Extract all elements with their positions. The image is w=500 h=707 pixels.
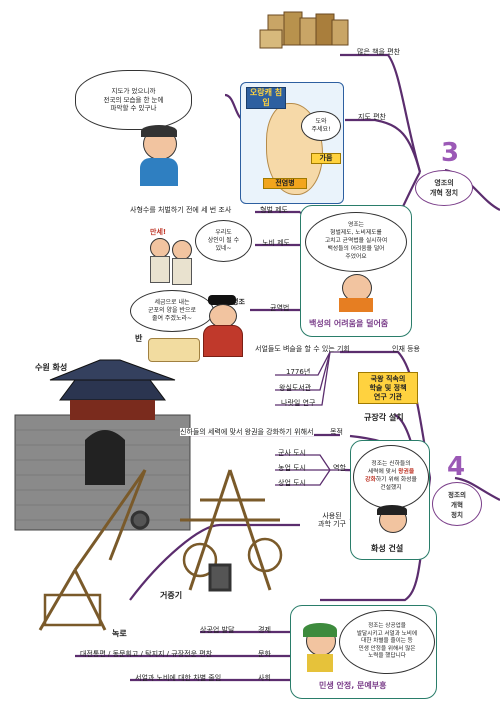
hwaseong-speech-a: 정조는 신하들의 세력에 맞서 (367, 461, 411, 476)
king-speech-bubble: 세금으로 내는 군포의 양을 반으로 줄여 주겠노라~ (130, 290, 214, 332)
economy-detail: 상공업 발달 (200, 626, 235, 634)
tax-label: 균역법 (270, 304, 290, 312)
hwaseong-speech-b: 하기 위해 화성을 건설했지 (375, 477, 417, 491)
role-commerce: 상업 도시 (278, 479, 306, 487)
fortress-illustration (14, 359, 191, 531)
kid-speech-bubble: 지도가 었으니까 전국의 모습을 한 눈에 파악할 수 있구나 (75, 70, 192, 130)
kyujang-year: 1776년 (286, 368, 311, 376)
stability-speech-text: 정조는 상공업을 발달시키고 서얼과 노비에 대한 차별을 줄이는 등 민생 안… (356, 623, 418, 660)
king-label: 영조 (232, 298, 245, 306)
drought-badge: 가뭄 (311, 153, 341, 164)
section3-title: 영조의 개혁 정치 (429, 179, 459, 197)
kyujang-highlight: 국왕 직속의 학술 및 정책 연구 기관 (358, 372, 418, 405)
hwaseong-speech-red: 왕권을 강화 (365, 469, 415, 483)
talent-label: 인재 등용 (392, 345, 420, 353)
king-speech-text: 세금으로 내는 군포의 양을 반으로 줄여 주겠노라~ (148, 298, 196, 323)
cloth-illustration (148, 338, 200, 362)
books-label: 많은 책을 편찬 (357, 48, 401, 56)
relief-speech-bubble: 영조는 형벌제도, 노비제도를 고치고 균역법을 실시하여 백성들의 어려움을 … (305, 212, 407, 272)
role-agriculture: 농업 도시 (278, 464, 306, 472)
invasion-badge: 오랑캐 침입 (246, 87, 286, 109)
slave-speech-bubble: 우리도 상인이 될 수 있네~ (195, 220, 252, 262)
geojunggi-illustration (180, 469, 283, 592)
section4-title: 정조의 개혁 정치 (448, 491, 466, 519)
economy-label: 경제 (258, 626, 271, 634)
korea-map-panel: 오랑캐 침입 도와 주세요! 가뭄 전염병 (240, 82, 344, 204)
people-stability-title: 민생 안정, 문예부흥 (319, 681, 387, 690)
purpose-label: 목적 (330, 428, 343, 436)
culture-label: 문화 (258, 650, 271, 658)
kyujang-research: 나랏일 연구 (281, 399, 316, 407)
people-stability-box: 정조는 상공업을 발달시키고 서얼과 노비에 대한 차별을 줄이는 등 민생 안… (290, 605, 437, 699)
section3-number: 3 (441, 138, 460, 168)
people-relief-box: 영조는 형벌제도, 노비제도를 고치고 균역법을 실시하여 백성들의 어려움을 … (300, 205, 412, 337)
hwaseong-kid (377, 505, 407, 537)
slave-label: 노비 제도 (262, 239, 290, 247)
stability-kid (303, 623, 337, 672)
slave-speech-text: 우리도 상인이 될 수 있네~ (207, 228, 240, 253)
nongno-illustration (38, 469, 150, 631)
talent-detail: 서얼들도 벼슬을 할 수 있는 기회 (255, 345, 350, 353)
kyujang-title: 규장각 설치 (364, 413, 404, 422)
people-relief-title: 백성의 어려움을 덜어줌 (309, 319, 389, 328)
hwaseong-label: 수원 화성 (35, 363, 68, 372)
punishment-label: 형벌 제도 (260, 206, 288, 214)
cloth-half-label: 반 (135, 334, 143, 343)
hwaseong-title: 화성 건설 (371, 544, 404, 553)
purpose-detail: 신하들의 세력에 맞서 왕권을 강화하기 위해서 (180, 428, 314, 437)
role-label: 역할 (333, 464, 346, 472)
king-character (200, 295, 245, 357)
role-military: 군사 도시 (278, 449, 306, 457)
section4-number: 4 (447, 452, 466, 482)
geojunggi-label: 거중기 (160, 591, 183, 600)
hwaseong-speech-text: 정조는 신하들의 세력에 맞서 왕권을 강화하기 위해 화성을 건설했지 (365, 461, 417, 492)
kid-character (135, 125, 183, 186)
nongno-label: 녹로 (112, 629, 127, 638)
slave-shout: 만세! (150, 228, 167, 236)
books-illustration (259, 11, 349, 49)
section3-title-node: 영조의 개혁 정치 (415, 170, 473, 206)
kid-speech-text: 지도가 었으니까 전국의 모습을 한 눈에 파악할 수 있구나 (103, 86, 164, 113)
slaves-illustration (150, 238, 195, 285)
relief-kid (339, 274, 373, 312)
plague-badge: 전염병 (263, 178, 307, 189)
society-detail: 서얼과 노비에 대한 차별 줄임 (135, 674, 222, 682)
tools-label: 사용된 과학 기구 (318, 512, 346, 529)
help-text: 도와 주세요! (311, 117, 331, 133)
kyujang-library: 왕실도서관 (279, 384, 312, 392)
stability-speech-bubble: 정조는 상공업을 발달시키고 서얼과 노비에 대한 차별을 줄이는 등 민생 안… (339, 610, 435, 674)
maps-label: 지도 편찬 (358, 113, 386, 121)
punishment-detail: 사형수를 처벌하기 전에 세 번 조사 (130, 206, 232, 214)
help-bubble: 도와 주세요! (301, 111, 341, 141)
section4-title-node: 정조의 개혁 정치 (432, 482, 482, 526)
hwaseong-box: 정조는 신하들의 세력에 맞서 왕권을 강화하기 위해 화성을 건설했지 화성 … (350, 440, 430, 560)
culture-detail: 대전통편 / 동문휘고 / 탁지지 / 규장전운 편찬 (80, 650, 213, 658)
hwaseong-speech-bubble: 정조는 신하들의 세력에 맞서 왕권을 강화하기 위해 화성을 건설했지 (353, 445, 429, 509)
society-label: 사회 (258, 674, 271, 682)
relief-speech-text: 영조는 형벌제도, 노비제도를 고치고 균역법을 실시하여 백성들의 어려움을 … (324, 222, 388, 260)
